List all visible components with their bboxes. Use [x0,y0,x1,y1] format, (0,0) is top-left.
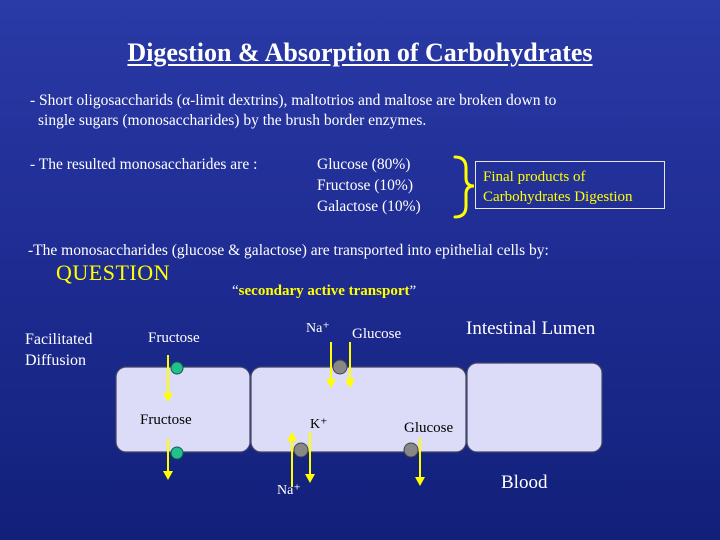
sodium-blood-label: Na⁺ [277,483,301,498]
bullet-3: -The monosaccharides (glucose & galactos… [28,242,549,259]
bullet-1-line-2: single sugars (monosaccharides) by the b… [38,112,427,129]
open-quote: “ [232,283,239,299]
fructose-cell-label: Fructose [140,412,192,428]
glut2-transporter-icon [403,442,419,458]
facilitated-line-1: Facilitated [25,331,93,348]
glucose-arrow-basolateral [415,438,425,486]
close-quote: ” [409,283,417,299]
sodium-lumen-label: Na⁺ [306,321,330,336]
intestinal-lumen-label: Intestinal Lumen [466,318,596,339]
epithelial-cell-left [115,366,251,453]
bullet-1-line-1: - Short oligosaccharids (α-limit dextrin… [30,92,557,109]
final-products-box: Final products of Carbohydrates Digestio… [475,161,665,209]
epithelial-cell-middle [250,366,467,453]
sodium-arrow-basolateral [305,432,315,483]
bullet-2-lead: - The resulted monosaccharides are : [30,156,258,173]
fructose-carrier-apical-icon [170,361,184,375]
transport-text: secondary active transport [238,283,410,299]
blood-label: Blood [501,472,548,493]
question-label: QUESTION [56,260,170,285]
transport-mechanism: “secondary active transport” [232,283,416,300]
sodium-potassium-pump-icon [293,442,309,458]
potassium-arrow [287,432,297,487]
monosaccharide-glucose: Glucose (80%) [317,156,411,173]
facilitated-diffusion-label: Facilitated Diffusion [25,329,93,371]
monosaccharide-fructose: Fructose (10%) [317,177,413,194]
monosaccharide-galactose: Galactose (10%) [317,198,421,215]
epithelial-cell-right [466,362,603,453]
fructose-arrow-basolateral [163,439,173,480]
sodium-arrow-apical [326,342,336,388]
glucose-arrow-apical [345,342,355,388]
glucose-lumen-label: Glucose [352,326,402,342]
curly-brace-icon [453,155,475,219]
fructose-arrow-apical [163,355,173,402]
glucose-cell-label: Glucose [404,420,454,436]
fructose-lumen-label: Fructose [148,330,200,346]
page-title: Digestion & Absorption of Carbohydrates [127,38,593,67]
potassium-label: K⁺ [310,417,328,432]
facilitated-line-2: Diffusion [25,352,87,369]
final-products-line-1: Final products of [483,169,586,185]
sglt1-cotransporter-icon [332,359,348,375]
final-products-line-2: Carbohydrates Digestion [483,189,633,205]
fructose-carrier-basolateral-icon [170,446,184,460]
